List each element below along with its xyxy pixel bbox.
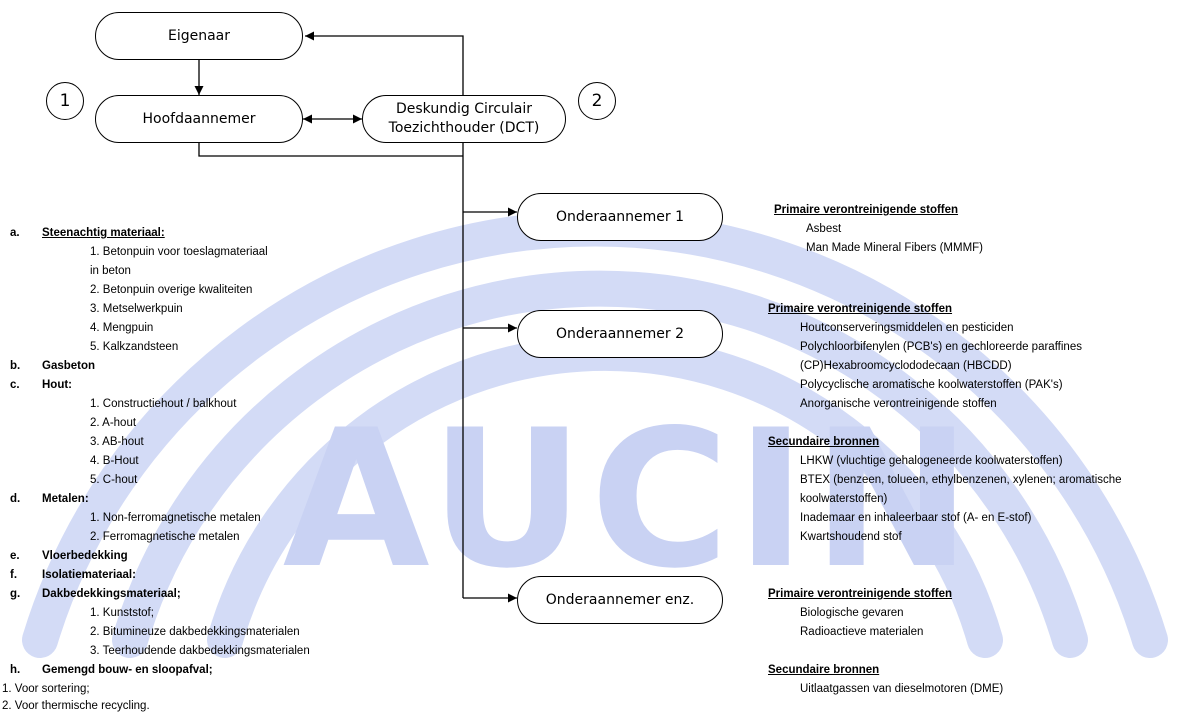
material-f-title: Isolatiemateriaal: [42, 569, 136, 581]
material-c-item: 4. B-Hout [90, 455, 139, 467]
sub-contractor-2-node: Onderaannemer 2 [517, 310, 723, 358]
sub-contractor-1-label: Onderaannemer 1 [555, 208, 685, 225]
material-g-letter: g. [10, 588, 21, 600]
material-e-letter: e. [10, 550, 20, 562]
sub2-secondary-item: Inademaar en inhaleerbaar stof (A- en E-… [800, 512, 1032, 524]
material-a-title: Steenachtig materiaal: [42, 227, 165, 239]
sub2-primary-item: Polycyclische aromatische koolwaterstoff… [800, 379, 1063, 391]
sub2-primary-item: Polychloorbifenylen (PCB's) en gechloree… [800, 341, 1082, 353]
material-d-item: 2. Ferromagnetische metalen [90, 531, 240, 543]
material-b-title: Gasbeton [42, 360, 96, 372]
material-g-item: 1. Kunststof; [90, 607, 154, 619]
badge-1: 1 [46, 82, 84, 120]
dct-label-line2: Toezichthouder (DCT) [388, 120, 540, 136]
main-to-trunk-line [198, 143, 463, 157]
material-d-title: Metalen: [42, 493, 89, 505]
material-a-item: in beton [90, 265, 131, 277]
owner-node: Eigenaar [95, 12, 303, 60]
sub3-secondary-heading: Secundaire bronnen [768, 664, 880, 676]
material-h-letter: h. [10, 664, 21, 676]
material-c-item: 2. A-hout [90, 417, 137, 429]
sub3-primary-item: Biologische gevaren [800, 607, 904, 619]
material-c-item: 1. Constructiehout / balkhout [90, 398, 237, 410]
material-a-item: 1. Betonpuin voor toeslagmateriaal [90, 246, 268, 258]
sub3-primary-item: Radioactieve materialen [800, 626, 924, 638]
sub2-secondary-item: Kwartshoudend stof [800, 531, 902, 543]
sub2-secondary-heading: Secundaire bronnen [768, 436, 880, 448]
sub2-secondary-item: LHKW (vluchtige gehalogeneerde koolwater… [800, 455, 1063, 467]
watermark-text: AUCIN [282, 389, 978, 610]
sub3-secondary-item: Uitlaatgassen van dieselmotoren (DME) [800, 683, 1004, 695]
sub-contractor-2-label: Onderaannemer 2 [555, 325, 685, 342]
material-c-letter: c. [10, 379, 20, 391]
owner-label: Eigenaar [167, 27, 231, 44]
material-h-item: 2. Voor thermische recycling. [2, 700, 150, 712]
dct-node: Deskundig Circulair Toezichthouder (DCT) [362, 95, 566, 143]
sub1-primary-item: Asbest [806, 223, 842, 235]
sub2-primary-item: Anorganische verontreinigende stoffen [800, 398, 997, 410]
sub2-primary-item: Houtconserveringsmiddelen en pesticiden [800, 322, 1014, 334]
sub1-primary-heading: Primaire verontreinigende stoffen [774, 204, 959, 216]
material-c-item: 5. C-hout [90, 474, 138, 486]
material-a-item: 4. Mengpuin [90, 322, 154, 334]
sub-contractor-1-node: Onderaannemer 1 [517, 193, 723, 241]
sub2-primary-heading: Primaire verontreinigende stoffen [768, 303, 953, 315]
material-b-letter: b. [10, 360, 21, 372]
sub-contractor-etc-label: Onderaannemer enz. [545, 591, 695, 608]
sub2-secondary-item: koolwaterstoffen) [800, 493, 888, 505]
dct-label-line1: Deskundig Circulair [395, 101, 533, 118]
sub-contractor-etc-node: Onderaannemer enz. [517, 576, 723, 624]
material-a-item: 3. Metselwerkpuin [90, 303, 183, 315]
badge-2: 2 [578, 82, 616, 120]
material-g-item: 2. Bitumineuze dakbedekkingsmaterialen [90, 626, 300, 638]
watermark-arc-middle [112, 270, 1088, 658]
material-a-letter: a. [10, 227, 20, 239]
sub2-primary-item: (CP)Hexabroomcyclododecaan (HBCDD) [800, 360, 1012, 372]
material-f-letter: f. [10, 569, 18, 581]
material-h-item: 1. Voor sortering; [2, 683, 90, 695]
material-g-title: Dakbedekkingsmateriaal; [42, 588, 181, 600]
sub3-primary-heading: Primaire verontreinigende stoffen [768, 588, 953, 600]
material-a-item: 5. Kalkzandsteen [90, 341, 179, 353]
material-e-title: Vloerbedekking [42, 550, 128, 562]
sub1-primary-item: Man Made Mineral Fibers (MMMF) [806, 242, 983, 254]
main-contractor-label: Hoofdaannemer [142, 110, 256, 127]
sub2-secondary-item: BTEX (benzeen, tolueen, ethylbenzenen, x… [800, 474, 1122, 486]
material-c-item: 3. AB-hout [90, 436, 144, 448]
material-h-title: Gemengd bouw- en sloopafval; [42, 664, 213, 676]
material-a-item: 2. Betonpuin overige kwaliteiten [90, 284, 253, 296]
material-g-item: 3. Teerhoudende dakbedekkingsmaterialen [90, 645, 310, 657]
material-d-letter: d. [10, 493, 21, 505]
material-c-title: Hout: [42, 379, 73, 391]
material-d-item: 1. Non-ferromagnetische metalen [90, 512, 261, 524]
dct-to-owner-arrow [305, 31, 464, 95]
main-contractor-node: Hoofdaannemer [95, 95, 303, 143]
